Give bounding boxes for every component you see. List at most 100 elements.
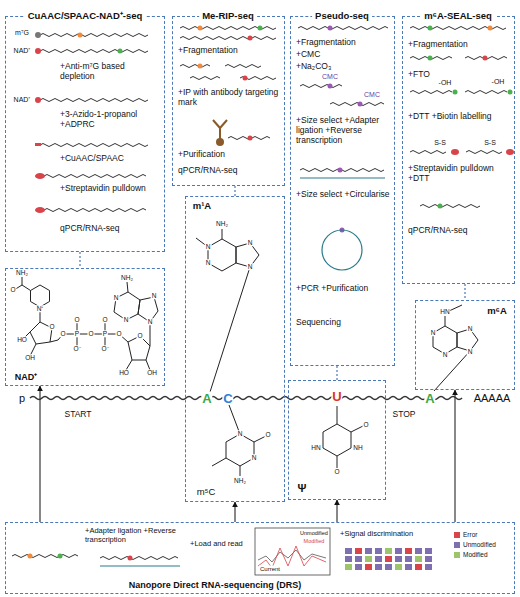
structure-label: N (237, 430, 244, 437)
step-text: +Fragmentation (408, 40, 508, 50)
structure-label: Unmodified (299, 530, 329, 536)
legend-swatch (454, 532, 460, 538)
modification-dot (58, 554, 63, 559)
structure-label: N⁺ (36, 305, 45, 312)
read-cell (385, 564, 392, 570)
read-cell (425, 556, 432, 562)
structure-label: OH (24, 354, 36, 361)
structure-label: N (430, 329, 437, 336)
chemical-bond (14, 229, 478, 476)
chemical-bond (208, 239, 236, 271)
method-title: Pseudo-seq (312, 11, 372, 22)
structure-label: m⁵C (196, 487, 217, 498)
structure-label: N (205, 243, 212, 250)
biotin-streptavidin (451, 149, 459, 155)
method-panel: Pseudo-seq+Fragmentation+CMC+Na₂CO₃CMCCM… (290, 16, 395, 366)
biotin-streptavidin (506, 149, 514, 155)
modification-dot (28, 554, 33, 559)
modification-dot (128, 556, 133, 561)
structure-label: O (9, 286, 16, 293)
read-cell (425, 564, 432, 570)
rna-strand (298, 27, 388, 30)
read-cell (365, 548, 372, 554)
structure-label: O (87, 330, 94, 337)
structure-label: N (247, 263, 254, 270)
signal-plot (255, 528, 330, 575)
modification-dot (438, 204, 443, 209)
structure-label: N (113, 294, 120, 301)
rna-strand (410, 91, 452, 94)
dotted-link (234, 186, 235, 196)
rna-strand (410, 151, 446, 154)
structure-label: NAD⁺ (13, 47, 32, 55)
read-cell (375, 556, 382, 562)
structure-label: S-S (483, 139, 497, 147)
chemical-bond (434, 305, 470, 391)
chemical-bond (212, 405, 266, 476)
structure-label: CMC (363, 91, 381, 99)
rna-strand (420, 205, 480, 208)
structure-label: N (147, 318, 154, 325)
rna-strand (330, 103, 384, 106)
structure-label: O⁻ (72, 345, 81, 352)
modification-dot (198, 64, 203, 69)
read-cell (355, 556, 362, 562)
step-text: +Purification (178, 150, 278, 160)
legend-row: Unmodified (454, 542, 496, 549)
modification-dot (508, 90, 513, 95)
structure-label: N (247, 239, 254, 246)
structure-label: HO (118, 369, 130, 376)
rna-strand (225, 65, 261, 68)
step-text: +Anti-m⁷G based depletion (60, 62, 160, 82)
read-cell (345, 564, 352, 570)
rna-strand (40, 50, 148, 53)
structure-label: m⁶A (486, 306, 508, 317)
nucleotide-letter: A (424, 392, 435, 405)
structure-label: O (48, 323, 55, 330)
chemical-bond (196, 229, 250, 392)
step-text: +Load and read (190, 540, 252, 549)
rna-strand (30, 397, 462, 400)
rna-strand (228, 137, 270, 140)
structure-label: O (115, 330, 122, 337)
read-cell (365, 564, 372, 570)
read-cell (345, 548, 352, 554)
read-cell (425, 548, 432, 554)
read-cell (405, 548, 412, 554)
step-text: +DTT +Biotin labelling (408, 112, 508, 122)
structure-label: N (151, 292, 158, 299)
chemical-bond (337, 406, 363, 468)
structure-label: N (467, 325, 474, 332)
modification-dot (35, 97, 41, 103)
arrow (455, 390, 456, 522)
step-text: qPCR/RNA-seq (408, 226, 508, 236)
antibody-symbol (213, 120, 227, 140)
biotin-streptavidin (35, 207, 45, 213)
read-cell (405, 564, 412, 570)
strand-label: STOP (392, 410, 417, 419)
structure-label: N (467, 348, 474, 355)
structure-label: NAD⁺ (14, 372, 39, 382)
structure-label: O (101, 316, 108, 323)
modification-dot (248, 36, 253, 41)
chemical-bond (433, 326, 457, 354)
method-title: m⁶A-SEAL-seq (421, 11, 495, 22)
chemical-bond (127, 282, 128, 292)
chemical-bond (31, 285, 50, 307)
cdna-duplex (300, 177, 385, 178)
step-text: +Signal discrimination (340, 530, 450, 539)
modification-dot (78, 33, 83, 38)
structure-label: N (251, 454, 258, 461)
structure-label: N (442, 351, 449, 358)
structure-label: N (205, 259, 212, 266)
read-cell (365, 556, 372, 562)
read-cell (345, 556, 352, 562)
structure-label: Ψ (297, 482, 308, 495)
rna-strand (300, 85, 342, 88)
step-text: +CMC (296, 50, 392, 60)
step-text: +PCR +Purification (296, 284, 393, 294)
structure-label: P (74, 330, 80, 337)
rna-strand (190, 77, 220, 80)
modification-dot (488, 26, 493, 31)
read-cell (375, 548, 382, 554)
